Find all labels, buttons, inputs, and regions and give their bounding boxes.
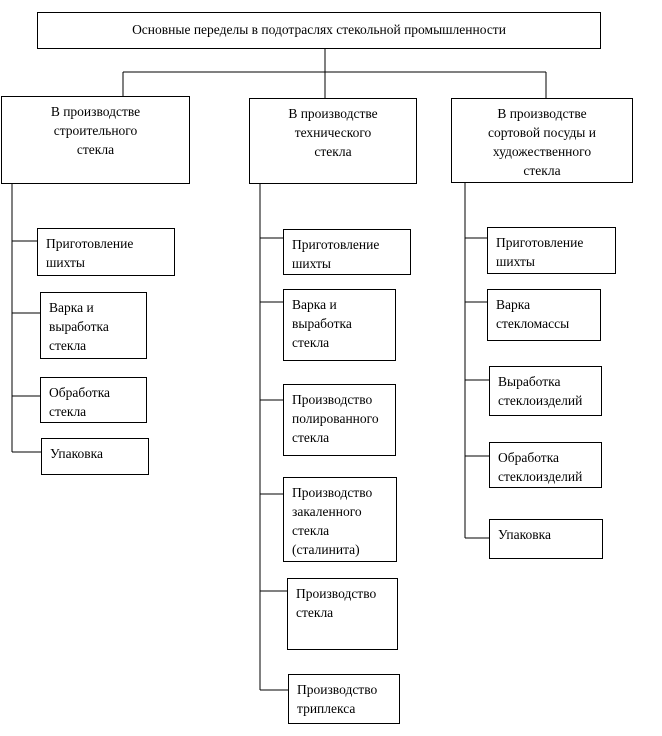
step-label: Обработка стеклоизделий <box>498 450 583 484</box>
step-label: Варка и выработка стекла <box>49 300 109 353</box>
step-label: Варка стекломассы <box>496 297 570 331</box>
step-box: Выработка стеклоизделий <box>489 366 602 416</box>
step-box: Приготовление шихты <box>487 227 616 274</box>
step-label: Производство стекла <box>296 586 377 620</box>
step-label: Производство полированного стекла <box>292 392 379 445</box>
step-label: Приготовление шихты <box>292 237 380 271</box>
column-header-label: В производстве технического стекла <box>288 106 378 159</box>
step-box: Производство стекла <box>287 578 398 650</box>
step-label: Производство триплекса <box>297 682 378 716</box>
step-label: Выработка стеклоизделий <box>498 374 583 408</box>
root-label: Основные переделы в подотраслях стекольн… <box>132 22 506 37</box>
step-box: Приготовление шихты <box>37 228 175 276</box>
step-box: Производство триплекса <box>288 674 400 724</box>
step-label: Обработка стекла <box>49 385 111 419</box>
step-label: Упаковка <box>498 527 551 542</box>
column-header-technical-glass: В производстве технического стекла <box>249 98 417 184</box>
step-box: Упаковка <box>41 438 149 475</box>
column-header-construction-glass: В производстве строительного стекла <box>1 96 190 184</box>
step-box: Варка и выработка стекла <box>40 292 147 359</box>
step-box: Производство полированного стекла <box>283 384 396 456</box>
step-box: Варка и выработка стекла <box>283 289 396 361</box>
step-box: Упаковка <box>489 519 603 559</box>
step-label: Упаковка <box>50 446 103 461</box>
step-box: Обработка стеклоизделий <box>489 442 602 488</box>
step-box: Приготовление шихты <box>283 229 411 275</box>
step-label: Приготовление шихты <box>46 236 134 270</box>
root-box: Основные переделы в подотраслях стекольн… <box>37 12 601 49</box>
step-box: Обработка стекла <box>40 377 147 423</box>
column-header-label: В производстве строительного стекла <box>50 104 141 157</box>
column-header-tableware-art-glass: В производстве сортовой посуды и художес… <box>451 98 633 183</box>
step-box: Варка стекломассы <box>487 289 601 341</box>
step-box: Производство закаленного стекла (сталини… <box>283 477 397 562</box>
step-label: Производство закаленного стекла (сталини… <box>292 485 373 557</box>
column-header-label: В производстве сортовой посуды и художес… <box>488 106 596 178</box>
step-label: Варка и выработка стекла <box>292 297 352 350</box>
step-label: Приготовление шихты <box>496 235 584 269</box>
